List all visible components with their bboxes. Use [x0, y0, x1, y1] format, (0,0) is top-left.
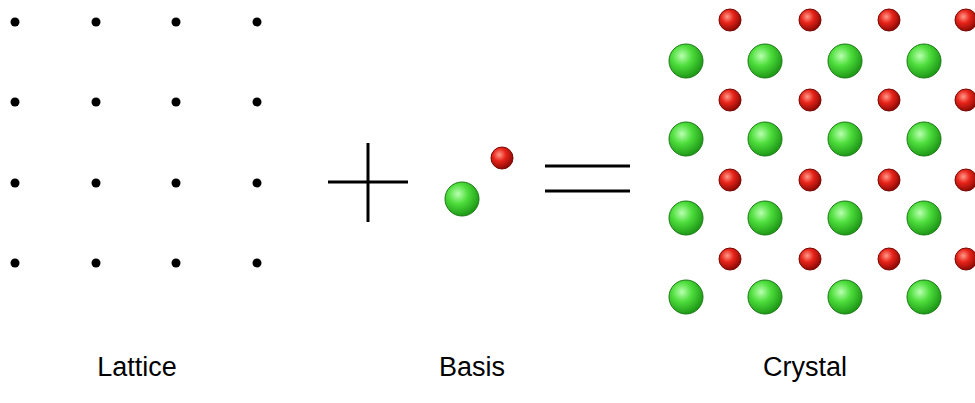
lattice-point [11, 259, 20, 268]
green-atom [748, 280, 782, 314]
equals-sign [545, 166, 630, 191]
green-atom [907, 201, 941, 235]
panel-label: Basis [439, 353, 505, 383]
lattice-point [92, 259, 101, 268]
green-atom [748, 122, 782, 156]
red-atom [878, 9, 900, 31]
lattice-point [11, 179, 20, 188]
red-atom [719, 248, 741, 270]
lattice-point [172, 259, 181, 268]
green-atom [828, 280, 862, 314]
lattice-point [172, 179, 181, 188]
green-atom [669, 280, 703, 314]
red-atom [719, 169, 741, 191]
green-atom [907, 44, 941, 78]
lattice-point [253, 18, 262, 27]
lattice-point [253, 259, 262, 268]
red-atom [955, 248, 975, 270]
lattice-point [92, 179, 101, 188]
green-atom [828, 201, 862, 235]
green-atom [828, 44, 862, 78]
lattice-point [92, 18, 101, 27]
red-atom [799, 248, 821, 270]
red-atom [955, 89, 975, 111]
lattice-point [172, 18, 181, 27]
lattice-point [172, 98, 181, 107]
panel-label: Crystal [763, 353, 847, 383]
lattice-point [11, 18, 20, 27]
red-atom [799, 169, 821, 191]
green-atom [907, 122, 941, 156]
red-atom [719, 9, 741, 31]
lattice-point [92, 98, 101, 107]
green-atom [669, 44, 703, 78]
red-atom [955, 9, 975, 31]
basis-atoms [445, 147, 513, 216]
red-atom [799, 89, 821, 111]
lattice-point [11, 98, 20, 107]
green-atom [828, 122, 862, 156]
crystal-atoms [669, 9, 975, 314]
red-atom [799, 9, 821, 31]
green-atom [748, 44, 782, 78]
lattice-point [253, 179, 262, 188]
plus-sign [328, 143, 408, 222]
lattice-points [11, 18, 262, 268]
lattice-point [253, 98, 262, 107]
green-atom [669, 201, 703, 235]
red-atom [878, 89, 900, 111]
green-atom [748, 201, 782, 235]
green-atom [907, 280, 941, 314]
red-atom [719, 89, 741, 111]
red-atom [878, 248, 900, 270]
green-atom [669, 122, 703, 156]
red-atom [878, 169, 900, 191]
panel-label: Lattice [97, 353, 177, 383]
red-atom [955, 169, 975, 191]
